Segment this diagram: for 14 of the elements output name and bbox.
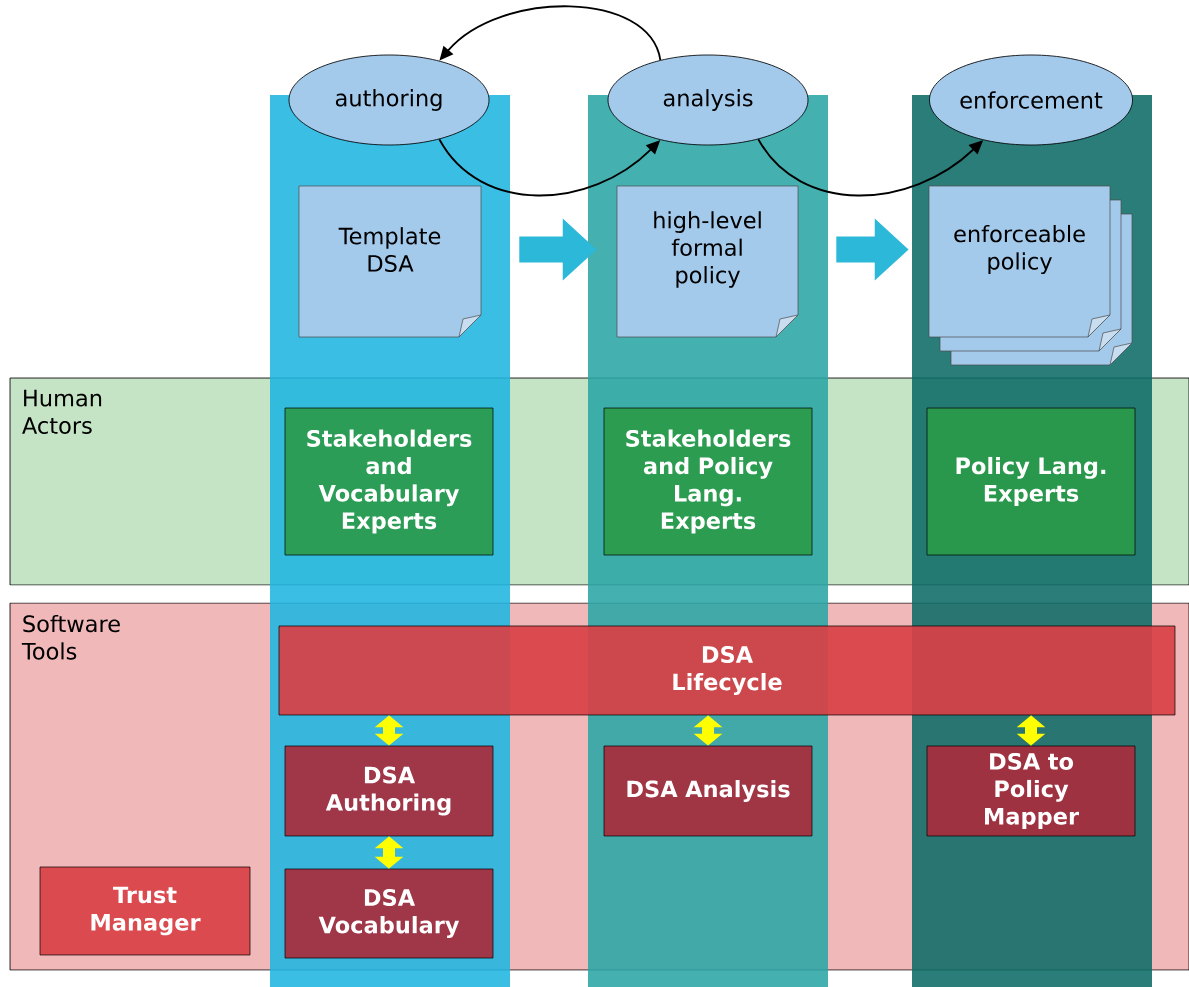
tool-box: DSA Authoring (284, 745, 494, 837)
arrow (374, 836, 404, 869)
tool-box: Stakeholders and Vocabulary Experts (284, 407, 494, 556)
tool-box: DSA Lifecycle (278, 625, 1176, 716)
arrow (374, 715, 404, 746)
tool-box: DSA to Policy Mapper (926, 745, 1136, 837)
tool-box: DSA Analysis (603, 745, 813, 837)
tool-box: Trust Manager (39, 866, 251, 956)
tool-box: Policy Lang. Experts (926, 407, 1136, 556)
arrow (439, 5, 662, 61)
tool-box: DSA Vocabulary (284, 868, 494, 959)
arrow (1016, 715, 1046, 746)
arrow (693, 715, 723, 746)
tool-box: Stakeholders and Policy Lang. Experts (603, 407, 813, 556)
